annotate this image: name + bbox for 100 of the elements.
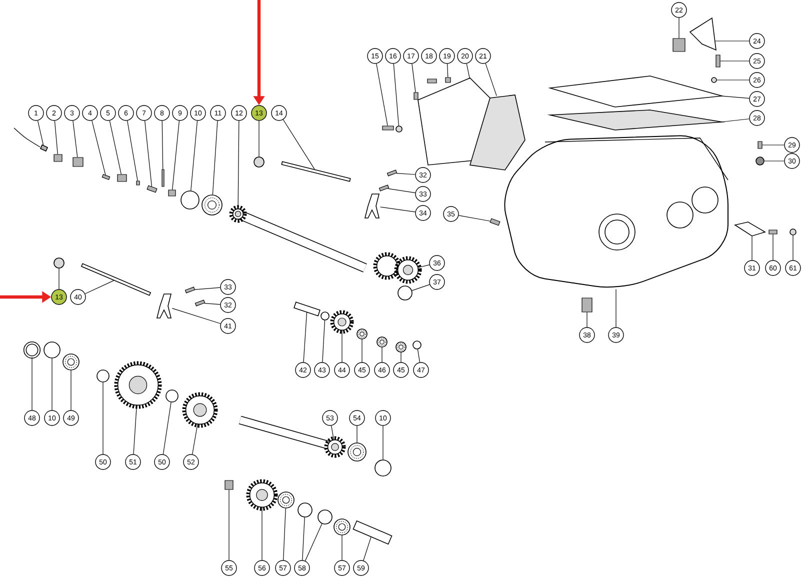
ring-drawing [298,502,312,518]
leader-line [282,119,315,170]
leader-line [466,63,470,80]
ball-drawing [756,156,764,166]
leader-line [127,120,138,181]
gear-drawing [114,361,162,409]
small-part-drawing [72,157,84,167]
leader-line [762,144,784,146]
leader-line [417,349,420,363]
leader-line [37,120,44,146]
washer-drawing [711,77,717,83]
leader-line [331,425,334,440]
small-part-drawing [382,126,394,130]
leader-line [283,508,286,560]
housing-drawing [504,135,728,288]
small-part-drawing [162,169,164,187]
leader-line [92,120,106,176]
shaft-drawing [229,205,367,272]
small-part-drawing [194,300,206,306]
leader-line [764,160,784,162]
leader-line [102,382,104,454]
ring-drawing [180,190,200,210]
small-part-drawing [758,141,762,149]
leader-line [109,120,122,174]
small-part-drawing [117,174,127,182]
small-part-drawing [414,92,418,100]
leader-line [396,172,416,175]
leader-line [387,188,416,194]
small-part-drawing [490,218,500,226]
ring-drawing [166,390,178,402]
washer-drawing [396,126,402,132]
ring-drawing [374,460,392,476]
bearing-drawing [62,354,80,370]
ring-drawing [320,312,330,320]
leader-line [172,120,180,190]
gear-drawing [373,252,422,284]
shift-fork-drawing [156,294,172,318]
leader-line [54,120,58,154]
leader-line [447,64,448,78]
bearing-drawing [348,442,366,462]
shift-fork-drawing [364,194,380,218]
shaft-drawing [238,416,346,458]
ring-drawing [412,340,422,350]
leader-line [162,402,172,455]
leader-line [772,234,774,260]
leader-line [720,60,750,62]
shaft-drawing [281,161,351,182]
small-part-drawing [378,184,390,192]
leader-line [722,118,750,122]
leader-line [458,215,490,222]
small-part-drawing [102,174,110,180]
leader-line [376,63,388,126]
leader-line [302,517,305,560]
leader-line [678,18,680,38]
small-part-drawing [146,185,158,193]
leader-line [192,424,198,455]
leader-line [485,63,497,96]
leader-line [382,426,384,460]
small-part-drawing [184,286,196,294]
small-part-drawing [386,170,398,176]
leader-line [304,523,322,562]
leader-line [322,320,326,362]
leader-line [258,120,260,157]
leader-line [190,120,198,191]
leader-line [70,370,72,410]
bearing-drawing [334,518,350,536]
leader-line [792,235,794,260]
leader-line [400,352,402,362]
small-part-drawing [54,154,62,162]
leader-line [303,312,308,362]
ring-drawing [398,286,412,300]
bearing-drawing [202,194,222,216]
cover-drawing [418,78,492,166]
leader-line [356,426,358,443]
leader-line [363,536,372,561]
leader-line [204,303,220,305]
small-part-drawing [136,180,140,186]
leader-line [412,284,430,291]
leader-line [72,120,78,158]
leader-line [212,120,218,195]
leader-line [172,308,221,324]
washer-drawing [254,156,264,168]
bearing-drawing [376,336,388,348]
bearing-drawing [356,328,368,340]
leader-line [58,268,60,290]
ring-drawing [96,370,110,382]
leader-line [162,120,164,170]
leader-line [393,64,400,126]
leader-line [84,280,114,294]
small-part-drawing [224,480,234,490]
leader-line [412,63,416,92]
gear-drawing [182,392,218,428]
leader-line [714,40,750,42]
washer-drawing [790,228,796,236]
leader-line [194,287,220,290]
gear-drawing [330,310,354,334]
small-part-drawing [768,230,778,234]
bearing-drawing [278,492,294,508]
shaft-drawing [294,302,320,316]
leader-line [144,120,152,187]
